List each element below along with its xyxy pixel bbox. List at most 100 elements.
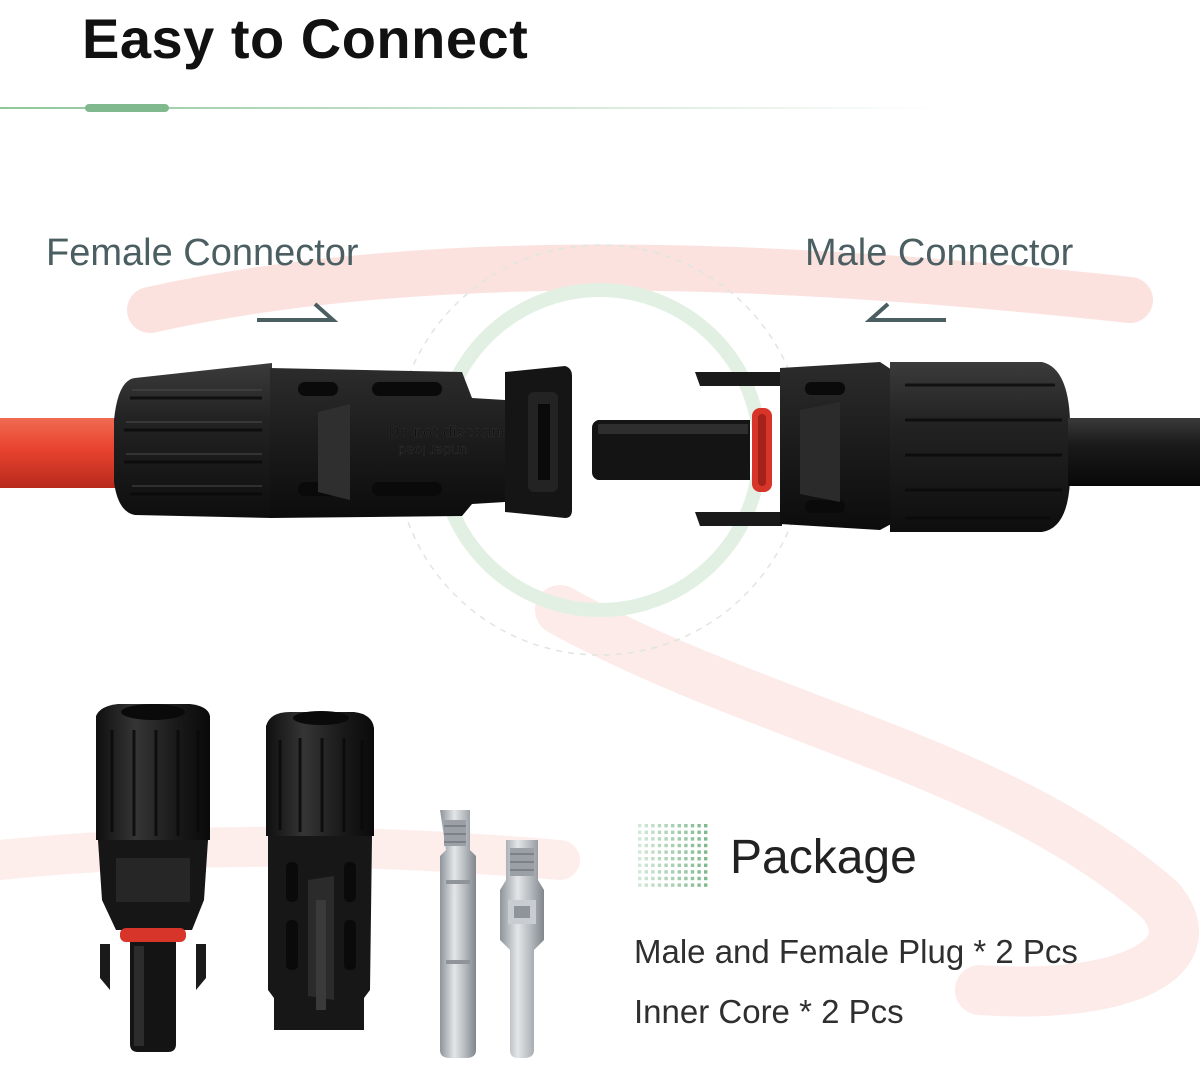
dot-grid-cell — [704, 824, 708, 828]
dot-grid-cell — [638, 837, 642, 841]
dot-grid-cell — [704, 843, 708, 848]
dot-grid-cell — [664, 870, 668, 874]
dot-grid-cell — [657, 843, 662, 848]
male-connector-label: Male Connector — [805, 232, 1074, 274]
dot-grid-cell — [704, 870, 708, 874]
dot-grid-cell — [638, 863, 642, 867]
title-accent-bar — [85, 104, 169, 112]
dot-grid-cell — [697, 883, 701, 887]
dot-grid-cell — [697, 837, 701, 841]
dot-grid-cell — [638, 824, 642, 828]
dot-grid-cell — [690, 863, 695, 867]
dot-grid-cell — [677, 876, 681, 881]
dot-grid-cell — [671, 837, 675, 841]
dot-grid-cell — [671, 857, 675, 861]
dot-grid-cell — [657, 863, 662, 867]
dot-grid-cell — [644, 876, 648, 881]
dot-grid-cell — [690, 830, 695, 834]
dot-grid-cell — [657, 850, 662, 854]
dot-grid-cell — [651, 830, 655, 834]
dot-grid-cell — [704, 857, 708, 861]
dot-grid-cell — [644, 837, 648, 841]
dot-grid-cell — [697, 824, 701, 828]
dot-grid-cell — [697, 863, 701, 867]
dot-grid-cell — [677, 850, 681, 854]
dot-grid-cell — [638, 857, 642, 861]
dot-grid-cell — [664, 824, 668, 828]
dot-grid-cell — [664, 883, 668, 887]
dot-grid-cell — [664, 863, 668, 867]
dot-grid-cell — [690, 857, 695, 861]
dot-grid-cell — [651, 863, 655, 867]
male-connector — [592, 362, 1200, 532]
dot-grid-cell — [690, 837, 695, 841]
dot-grid-cell — [651, 837, 655, 841]
female-pointer-arrow-icon — [257, 302, 339, 322]
dot-grid-cell — [671, 876, 675, 881]
dot-grid-cell — [697, 850, 701, 854]
connector-imprint-line-2: under load — [398, 442, 468, 457]
dot-grid-cell — [657, 883, 662, 887]
dot-grid-cell — [684, 876, 688, 881]
female-connector: Do not disconnect under load — [0, 363, 572, 518]
dot-grid-cell — [651, 850, 655, 854]
dot-grid-cell — [697, 870, 701, 874]
red-cable — [0, 418, 120, 488]
dot-grid-cell — [671, 870, 675, 874]
package-heading: Package — [730, 831, 917, 884]
dot-grid-cell — [684, 837, 688, 841]
dot-grid-cell — [657, 830, 662, 834]
dot-grid-cell — [644, 863, 648, 867]
package-inner-core-female — [440, 810, 476, 1058]
dot-grid-cell — [690, 824, 695, 828]
dot-grid-cell — [644, 830, 648, 834]
dot-grid-cell — [684, 824, 688, 828]
dot-grid-cell — [677, 857, 681, 861]
dot-grid-cell — [671, 883, 675, 887]
dot-grid-cell — [671, 824, 675, 828]
dot-grid-cell — [690, 850, 695, 854]
dot-grid-cell — [704, 830, 708, 834]
dot-grid-cell — [690, 876, 695, 881]
dot-grid-cell — [677, 883, 681, 887]
dot-grid-cell — [697, 843, 701, 848]
dot-grid-cell — [651, 870, 655, 874]
black-cable — [1068, 418, 1200, 486]
dot-grid-cell — [677, 830, 681, 834]
dot-grid-cell — [644, 857, 648, 861]
dot-grid-cell — [664, 857, 668, 861]
dot-grid-cell — [664, 830, 668, 834]
package-female-plug — [266, 711, 374, 1030]
dot-grid-cell — [690, 843, 695, 848]
page-title: Easy to Connect — [82, 7, 529, 70]
dot-grid-cell — [704, 876, 708, 881]
dot-grid-cell — [704, 837, 708, 841]
dot-grid-cell — [684, 870, 688, 874]
dot-grid-cell — [684, 883, 688, 887]
dot-grid-cell — [684, 830, 688, 834]
dot-grid-cell — [664, 850, 668, 854]
dot-grid-cell — [697, 857, 701, 861]
dot-grid-cell — [657, 837, 662, 841]
dot-grid-cell — [671, 830, 675, 834]
male-pointer-arrow-icon — [864, 302, 946, 322]
title-divider — [0, 107, 940, 109]
dot-grid-cell — [638, 876, 642, 881]
dot-grid-cell — [664, 876, 668, 881]
dot-grid-cell — [664, 843, 668, 848]
package-male-plug — [96, 704, 210, 1052]
package-inner-core-male — [500, 840, 544, 1058]
dot-grid-cell — [704, 883, 708, 887]
dot-grid-cell — [697, 830, 701, 834]
dot-grid-cell — [677, 863, 681, 867]
dot-grid-cell — [671, 863, 675, 867]
dot-grid-cell — [638, 843, 642, 848]
dot-grid-cell — [638, 830, 642, 834]
dot-grid-cell — [690, 883, 695, 887]
dot-grid-cell — [671, 843, 675, 848]
dot-grid-cell — [677, 824, 681, 828]
dot-grid-cell — [657, 876, 662, 881]
dot-grid-cell — [684, 843, 688, 848]
